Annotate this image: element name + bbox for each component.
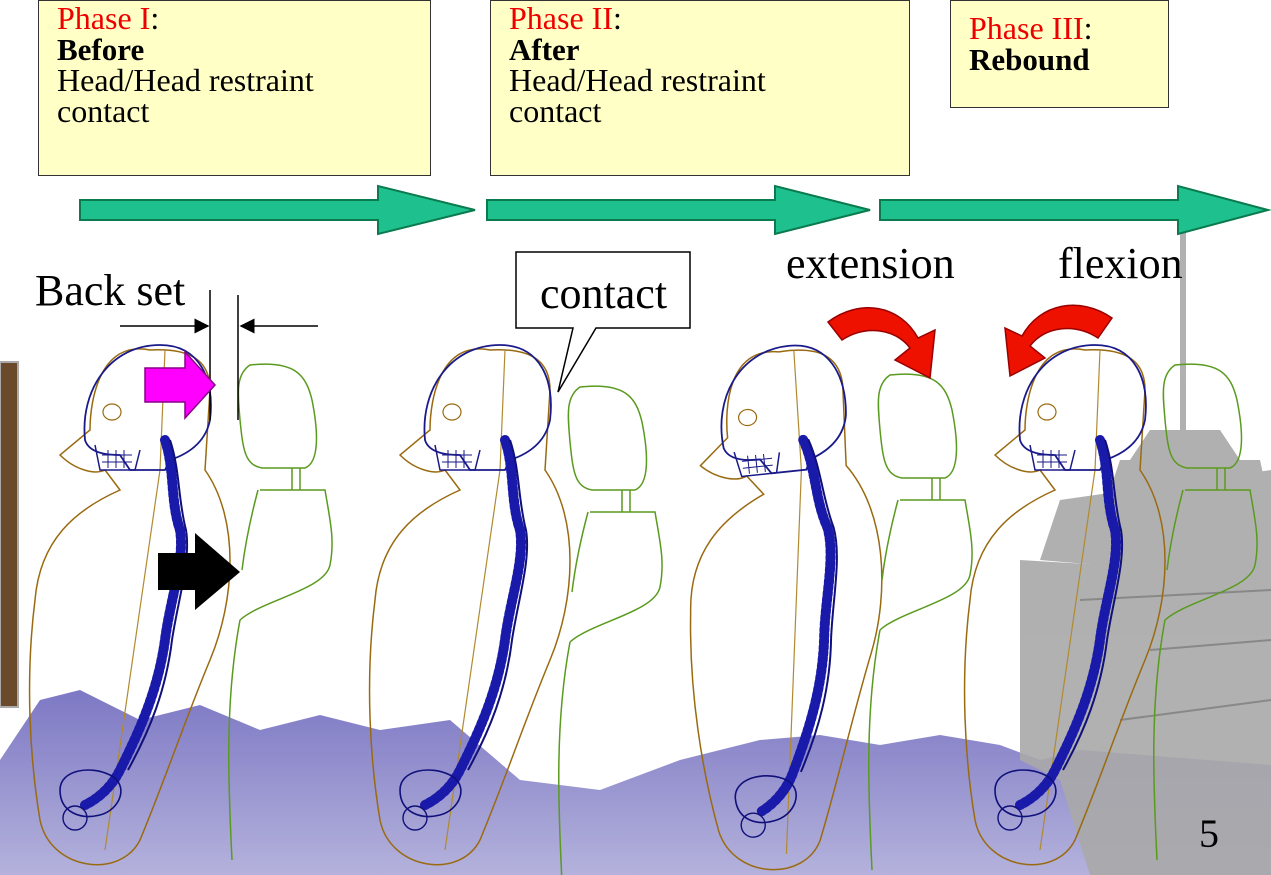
occupant-figure-phase-2: [370, 345, 663, 875]
occupant-figure-phase-1: [30, 345, 333, 865]
timeline-arrow-3: [880, 186, 1268, 234]
occupant-figure-phase-3-flexion: [965, 345, 1258, 865]
flexion-arrow-icon: [1005, 305, 1112, 376]
back-set-label: Back set: [35, 265, 185, 316]
timeline-arrow-2: [487, 186, 870, 234]
flexion-label: flexion: [1058, 238, 1183, 289]
extension-label: extension: [786, 238, 955, 289]
head-force-arrow-icon: [145, 352, 215, 418]
extension-arrow-icon: [828, 308, 935, 378]
page-number: 5: [1199, 810, 1219, 857]
contact-label: contact: [540, 268, 667, 319]
timeline-arrow-1: [80, 186, 475, 234]
occupant-figure-phase-3-extension: [659, 339, 972, 875]
